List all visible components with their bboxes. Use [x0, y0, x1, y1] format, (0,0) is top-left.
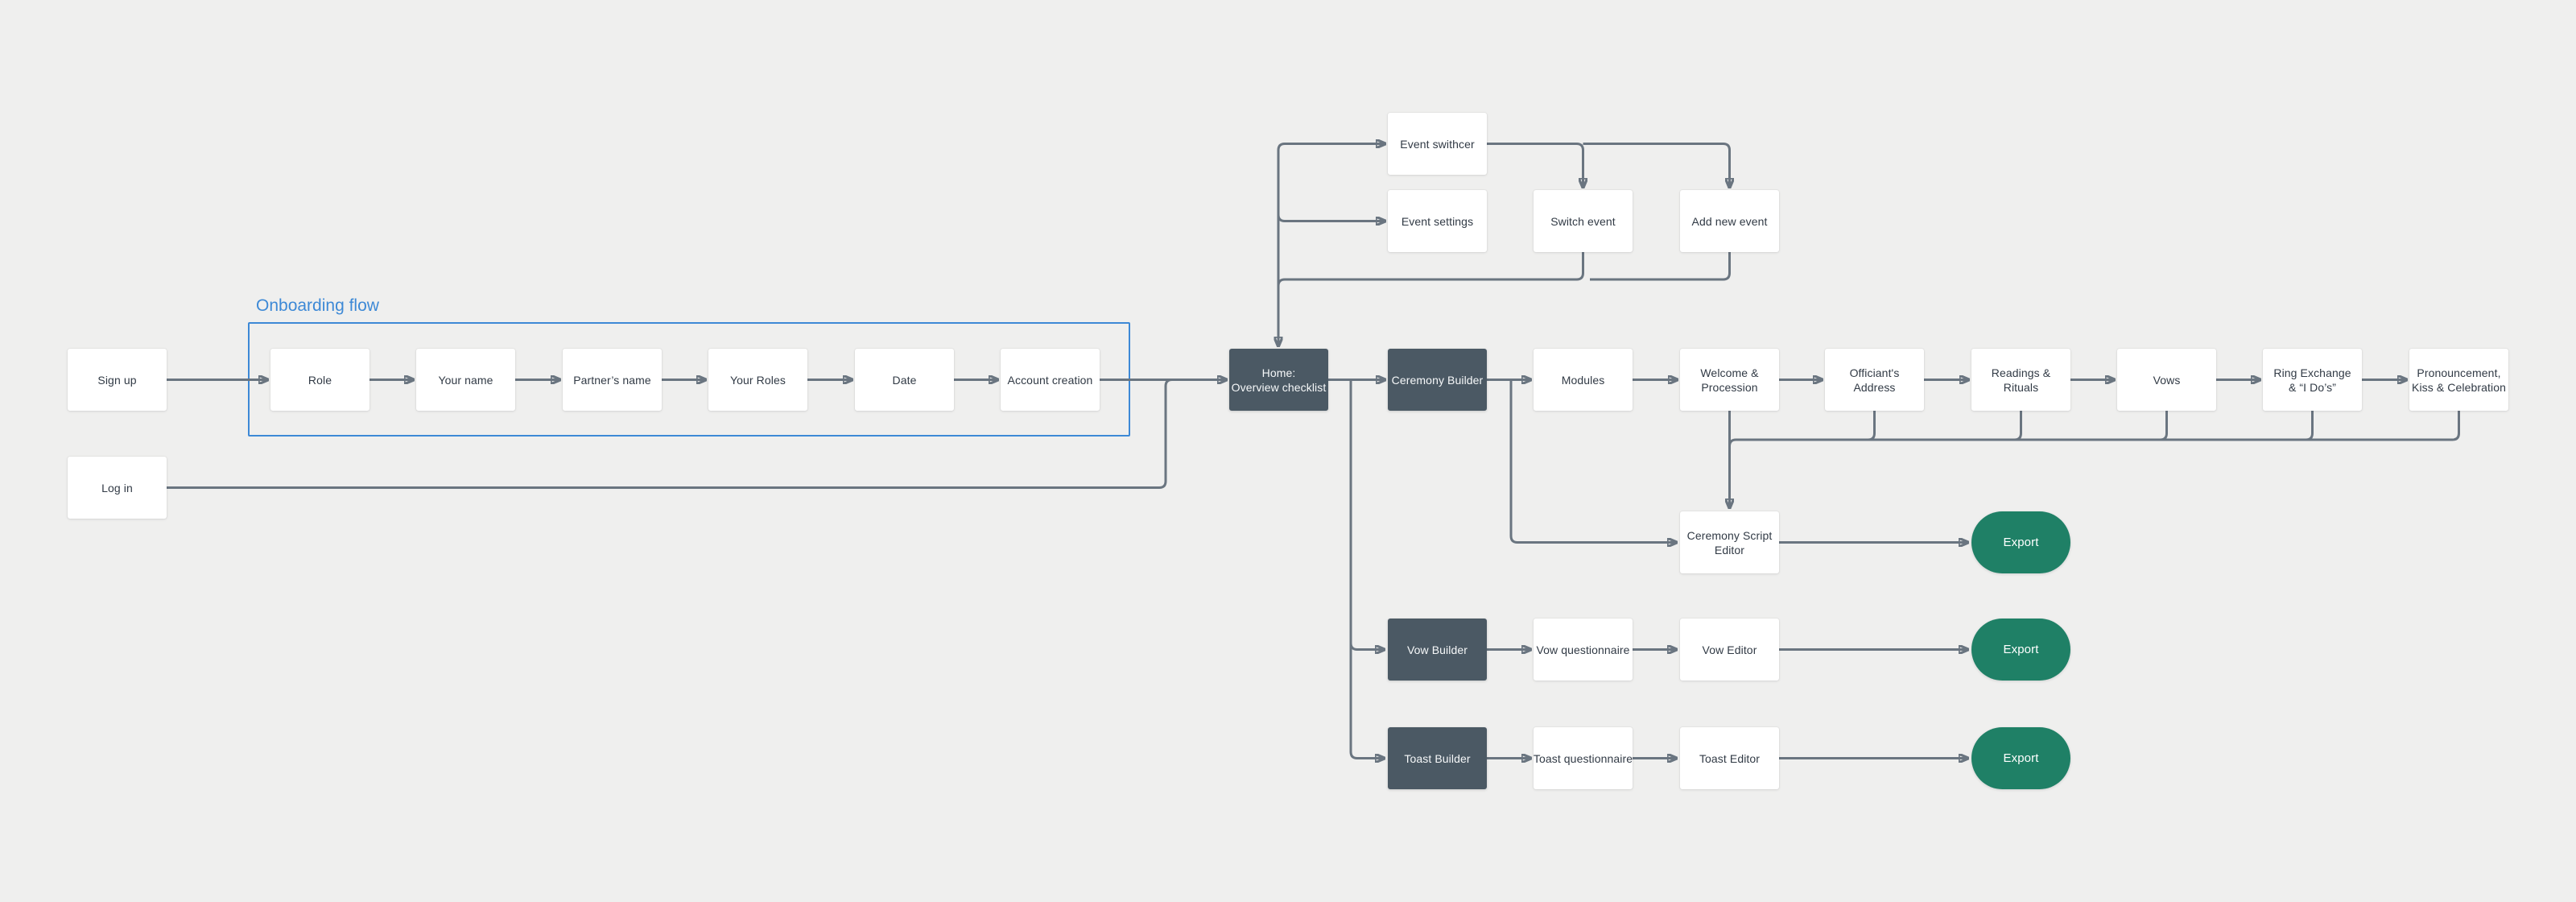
node-label: Toast questionnaire: [1533, 751, 1633, 765]
connector-switchevent-return: [1277, 252, 1584, 287]
node-partners-name[interactable]: Partner’s name: [563, 349, 662, 411]
onboarding-group-label[interactable]: Onboarding flow: [256, 296, 379, 315]
node-date[interactable]: Date: [855, 349, 954, 411]
node-label: Export: [2003, 751, 2039, 765]
node-ceremony-builder[interactable]: Ceremony Builder: [1388, 349, 1487, 411]
node-label: Toast Editor: [1699, 751, 1761, 765]
node-toast-editor[interactable]: Toast Editor: [1680, 727, 1779, 789]
export-ceremony-button[interactable]: Export: [1971, 511, 2070, 573]
connector-officiants-stub: [1868, 411, 1876, 441]
node-log-in[interactable]: Log in: [68, 457, 167, 519]
export-toast-button[interactable]: Export: [1971, 727, 2070, 789]
node-label: Event settings: [1401, 214, 1474, 228]
node-event-switcher[interactable]: Event swithcer: [1388, 113, 1487, 175]
node-ceremony-script-editor[interactable]: Ceremony Script Editor: [1680, 511, 1779, 573]
node-label: Modules: [1561, 373, 1605, 387]
node-label: Export: [2003, 535, 2039, 549]
node-label: Pronouncement, Kiss & Celebration: [2412, 366, 2506, 394]
node-label: Switch event: [1550, 214, 1616, 228]
node-toast-builder[interactable]: Toast Builder: [1388, 727, 1487, 789]
connector-addnewevent-return: [1590, 252, 1731, 281]
node-ring-exchange[interactable]: Ring Exchange & “I Do’s”: [2263, 349, 2362, 411]
node-label: Toast Builder: [1404, 751, 1471, 765]
connector-eventswitcher-addnewevent: [1583, 143, 1730, 188]
connector-home-toastbuilder: [1349, 379, 1385, 759]
connector-vows-stub: [2160, 411, 2168, 441]
node-label: Role: [308, 373, 332, 387]
node-toast-questionnaire[interactable]: Toast questionnaire: [1534, 727, 1633, 789]
node-label: Your name: [438, 373, 493, 387]
node-vow-questionnaire[interactable]: Vow questionnaire: [1534, 619, 1633, 681]
connector-eventswitcher-switchevent: [1487, 143, 1583, 188]
node-label: Vow Builder: [1406, 643, 1468, 656]
node-label: Date: [892, 373, 917, 387]
export-vow-button[interactable]: Export: [1971, 619, 2070, 681]
connector-readings-stub: [2014, 411, 2022, 441]
node-label: Vow Editor: [1702, 643, 1757, 656]
onboarding-group-frame[interactable]: [248, 322, 1130, 437]
connector-home-eventswitcher: [1277, 144, 1385, 151]
node-officiants-address[interactable]: Officiant's Address: [1825, 349, 1924, 411]
node-label: Vow questionnaire: [1536, 643, 1630, 656]
connector-ringexchange-stub: [2306, 411, 2314, 441]
node-label: Event swithcer: [1400, 137, 1475, 151]
connector-home-eventsettings: [1277, 214, 1385, 221]
node-label: Add new event: [1691, 214, 1768, 228]
node-label: Your Roles: [730, 373, 786, 387]
node-welcome-procession[interactable]: Welcome & Procession: [1680, 349, 1779, 411]
node-label: Vows: [2153, 373, 2181, 387]
connector-modules-collector-scripteditor: [1730, 411, 2460, 508]
node-label: Readings & Rituals: [1991, 366, 2051, 394]
node-label: Export: [2003, 642, 2039, 656]
node-pronouncement-kiss-celebration[interactable]: Pronouncement, Kiss & Celebration: [2409, 349, 2508, 411]
node-sign-up[interactable]: Sign up: [68, 349, 167, 411]
node-label: Log in: [101, 481, 133, 494]
node-label: Account creation: [1007, 373, 1093, 387]
node-label: Home: Overview checklist: [1231, 366, 1327, 394]
node-label: Ring Exchange & “I Do’s”: [2273, 366, 2351, 394]
node-vow-editor[interactable]: Vow Editor: [1680, 619, 1779, 681]
node-vow-builder[interactable]: Vow Builder: [1388, 619, 1487, 681]
node-vows[interactable]: Vows: [2117, 349, 2216, 411]
node-home-overview-checklist[interactable]: Home: Overview checklist: [1229, 349, 1328, 411]
node-label: Ceremony Script Editor: [1686, 528, 1773, 557]
node-event-settings[interactable]: Event settings: [1388, 190, 1487, 252]
node-your-name[interactable]: Your name: [416, 349, 515, 411]
node-label: Ceremony Builder: [1391, 373, 1484, 387]
node-switch-event[interactable]: Switch event: [1534, 190, 1633, 252]
node-label: Partner’s name: [573, 373, 651, 387]
node-your-roles[interactable]: Your Roles: [708, 349, 807, 411]
node-label: Sign up: [97, 373, 137, 387]
node-readings-rituals[interactable]: Readings & Rituals: [1971, 349, 2070, 411]
node-label: Welcome & Procession: [1700, 366, 1759, 394]
node-account-creation[interactable]: Account creation: [1001, 349, 1100, 411]
node-role[interactable]: Role: [270, 349, 369, 411]
connector-home-vowbuilder: [1349, 643, 1385, 650]
node-modules[interactable]: Modules: [1534, 349, 1633, 411]
node-label: Officiant's Address: [1849, 366, 1900, 394]
node-add-new-event[interactable]: Add new event: [1680, 190, 1779, 252]
